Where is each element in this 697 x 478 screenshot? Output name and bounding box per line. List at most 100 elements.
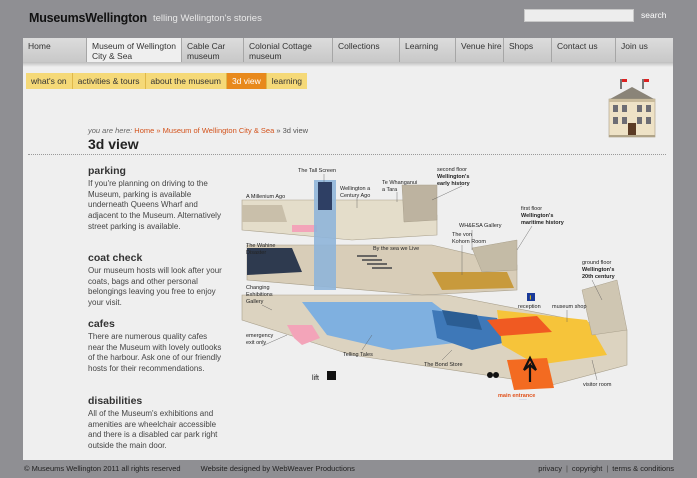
label-main-entrance: main entrance bbox=[498, 393, 535, 399]
museum-building-icon bbox=[608, 79, 656, 138]
ground-wall bbox=[581, 279, 628, 336]
label-wellington-century-ago: Wellington a bbox=[340, 186, 371, 192]
entrance-arrow-icon bbox=[523, 355, 537, 382]
page-title: 3d view bbox=[88, 136, 139, 152]
breadcrumb-prefix: you are here: bbox=[88, 126, 133, 135]
info-icon bbox=[527, 293, 535, 301]
nav-item-home[interactable]: Home bbox=[23, 38, 87, 62]
footer-copyright: © Museums Wellington 2011 all rights res… bbox=[24, 464, 355, 473]
label-changing-exhibitions: Exhibitions bbox=[246, 292, 273, 298]
label-first-floor: maritime history bbox=[521, 220, 565, 226]
label-millenium: A Millenium Ago bbox=[246, 194, 285, 200]
section-disabilities: disabilities All of the Museum's exhibit… bbox=[88, 395, 223, 452]
label-visitor-room: visitor room bbox=[583, 382, 612, 388]
label-tall-screen: The Tall Screen bbox=[298, 168, 336, 174]
breadcrumb-museum-link[interactable]: Museum of Wellington City & Sea bbox=[162, 126, 275, 135]
brand-tagline: telling Wellington's stories bbox=[153, 13, 262, 24]
label-wellington-century-ago: Century Ago bbox=[340, 193, 370, 199]
label-reception: reception bbox=[518, 304, 541, 310]
nav-item-contact[interactable]: Contact us bbox=[552, 38, 616, 62]
nav-item-venue-hire[interactable]: Venue hire bbox=[456, 38, 504, 62]
svg-text:i: i bbox=[530, 296, 532, 302]
millenium-pink-block bbox=[292, 225, 317, 232]
footer-link-terms[interactable]: terms & conditions bbox=[612, 464, 674, 473]
brand-logo[interactable]: MuseumsWellington bbox=[29, 11, 147, 25]
nav-item-join[interactable]: Join us bbox=[616, 38, 673, 62]
section-heading: cafes bbox=[88, 318, 115, 330]
subnav-whats-on[interactable]: what's on bbox=[26, 73, 73, 89]
footer-separator: | bbox=[565, 464, 568, 473]
lift-icon: lift bbox=[312, 375, 319, 382]
first-wall bbox=[471, 239, 518, 273]
nav-item-collections[interactable]: Collections bbox=[333, 38, 400, 62]
label-ground-floor: Wellington's bbox=[582, 267, 614, 273]
subnav-3d-view[interactable]: 3d view bbox=[226, 73, 267, 89]
subnav-activities-tours[interactable]: activities & tours bbox=[73, 73, 146, 89]
main-nav: Home Museum of Wellington City & Sea Cab… bbox=[23, 38, 673, 68]
section-heading: disabilities bbox=[88, 395, 143, 407]
label-second-floor: second floor bbox=[437, 167, 467, 173]
label-ground-floor: ground floor bbox=[582, 260, 612, 266]
second-wall bbox=[401, 184, 438, 223]
breadcrumb-home-link[interactable]: Home bbox=[134, 126, 155, 135]
nav-item-colonial-cottage[interactable]: Colonial Cottage museum bbox=[244, 38, 333, 62]
divider bbox=[28, 154, 666, 155]
label-von-kohorn: The von bbox=[452, 232, 472, 238]
label-te-whanganui: a Tara bbox=[382, 187, 398, 193]
label-wahine: Disaster bbox=[246, 250, 266, 256]
label-changing-exhibitions: Gallery bbox=[246, 299, 264, 305]
label-by-the-sea: By the sea we Live bbox=[373, 246, 419, 252]
copyright-text: © Museums Wellington 2011 all rights res… bbox=[24, 464, 181, 473]
wheelchair-icon: ♿ bbox=[518, 399, 528, 400]
footer-link-copyright[interactable]: copyright bbox=[571, 464, 603, 473]
breadcrumb-separator: » bbox=[276, 126, 281, 135]
wahine-disaster-area bbox=[247, 248, 302, 275]
breadcrumb-separator: » bbox=[156, 126, 161, 135]
panel-shadow bbox=[23, 62, 673, 67]
nav-item-cable-car[interactable]: Cable Car museum bbox=[182, 38, 244, 62]
section-body: If you're planning on driving to the Mus… bbox=[88, 179, 221, 231]
restroom-icon bbox=[487, 372, 493, 378]
subnav-about[interactable]: about the museum bbox=[146, 73, 227, 89]
nav-item-learning[interactable]: Learning bbox=[400, 38, 456, 62]
label-bond-store: The Bond Store bbox=[424, 362, 463, 368]
label-first-floor: Wellington's bbox=[521, 213, 553, 219]
breadcrumb: you are here: Home » Museum of Wellingto… bbox=[88, 126, 308, 135]
label-emergency-exit: emergency bbox=[246, 333, 273, 339]
museum-3d-map[interactable]: The Tall Screen Wellington a Century Ago… bbox=[232, 160, 662, 400]
section-cafes: cafes There are numerous quality cafes n… bbox=[88, 318, 223, 375]
bond-store-block bbox=[442, 310, 482, 330]
sub-nav: what's on activities & tours about the m… bbox=[26, 73, 308, 89]
label-ground-floor: 20th century bbox=[582, 274, 616, 280]
label-changing-exhibitions: Changing bbox=[246, 285, 270, 291]
label-von-kohorn: Kohorn Room bbox=[452, 239, 486, 245]
emergency-exit-area bbox=[287, 325, 320, 345]
footer-link-privacy[interactable]: privacy bbox=[538, 464, 562, 473]
section-parking: parking If you're planning on driving to… bbox=[88, 165, 223, 233]
label-first-floor: first floor bbox=[521, 206, 542, 212]
reception-area bbox=[487, 316, 552, 336]
label-second-floor: early history bbox=[437, 181, 471, 187]
section-body: Our museum hosts will look after your co… bbox=[88, 266, 222, 308]
section-coat-check: coat check Our museum hosts will look af… bbox=[88, 252, 223, 309]
staircase bbox=[357, 255, 392, 269]
nav-item-shops[interactable]: Shops bbox=[504, 38, 552, 62]
designer-credit[interactable]: Website designed by WebWeaver Production… bbox=[200, 464, 355, 473]
subnav-learning[interactable]: learning bbox=[271, 76, 303, 86]
section-heading: parking bbox=[88, 165, 126, 177]
label-te-whanganui: Te Whanganui bbox=[382, 180, 417, 186]
label-wahine: The Wahine bbox=[246, 243, 275, 249]
accessible-toilet-icon bbox=[327, 371, 336, 380]
von-kohorn-area bbox=[432, 272, 514, 290]
footer-separator: | bbox=[606, 464, 609, 473]
label-telling-tales: Telling Tales bbox=[343, 352, 373, 358]
label-museum-shop: museum shop bbox=[552, 304, 587, 310]
label-emergency-exit: exit only bbox=[246, 340, 266, 346]
label-second-floor: Wellington's bbox=[437, 174, 469, 180]
breadcrumb-current: 3d view bbox=[282, 126, 309, 135]
search-button[interactable]: search bbox=[641, 10, 667, 20]
footer-links: privacy | copyright | terms & conditions bbox=[538, 464, 674, 473]
search-input[interactable] bbox=[524, 9, 634, 22]
section-body: All of the Museum's exhibitions and amen… bbox=[88, 409, 218, 451]
label-whesa: WH&ESA Gallery bbox=[459, 223, 502, 229]
